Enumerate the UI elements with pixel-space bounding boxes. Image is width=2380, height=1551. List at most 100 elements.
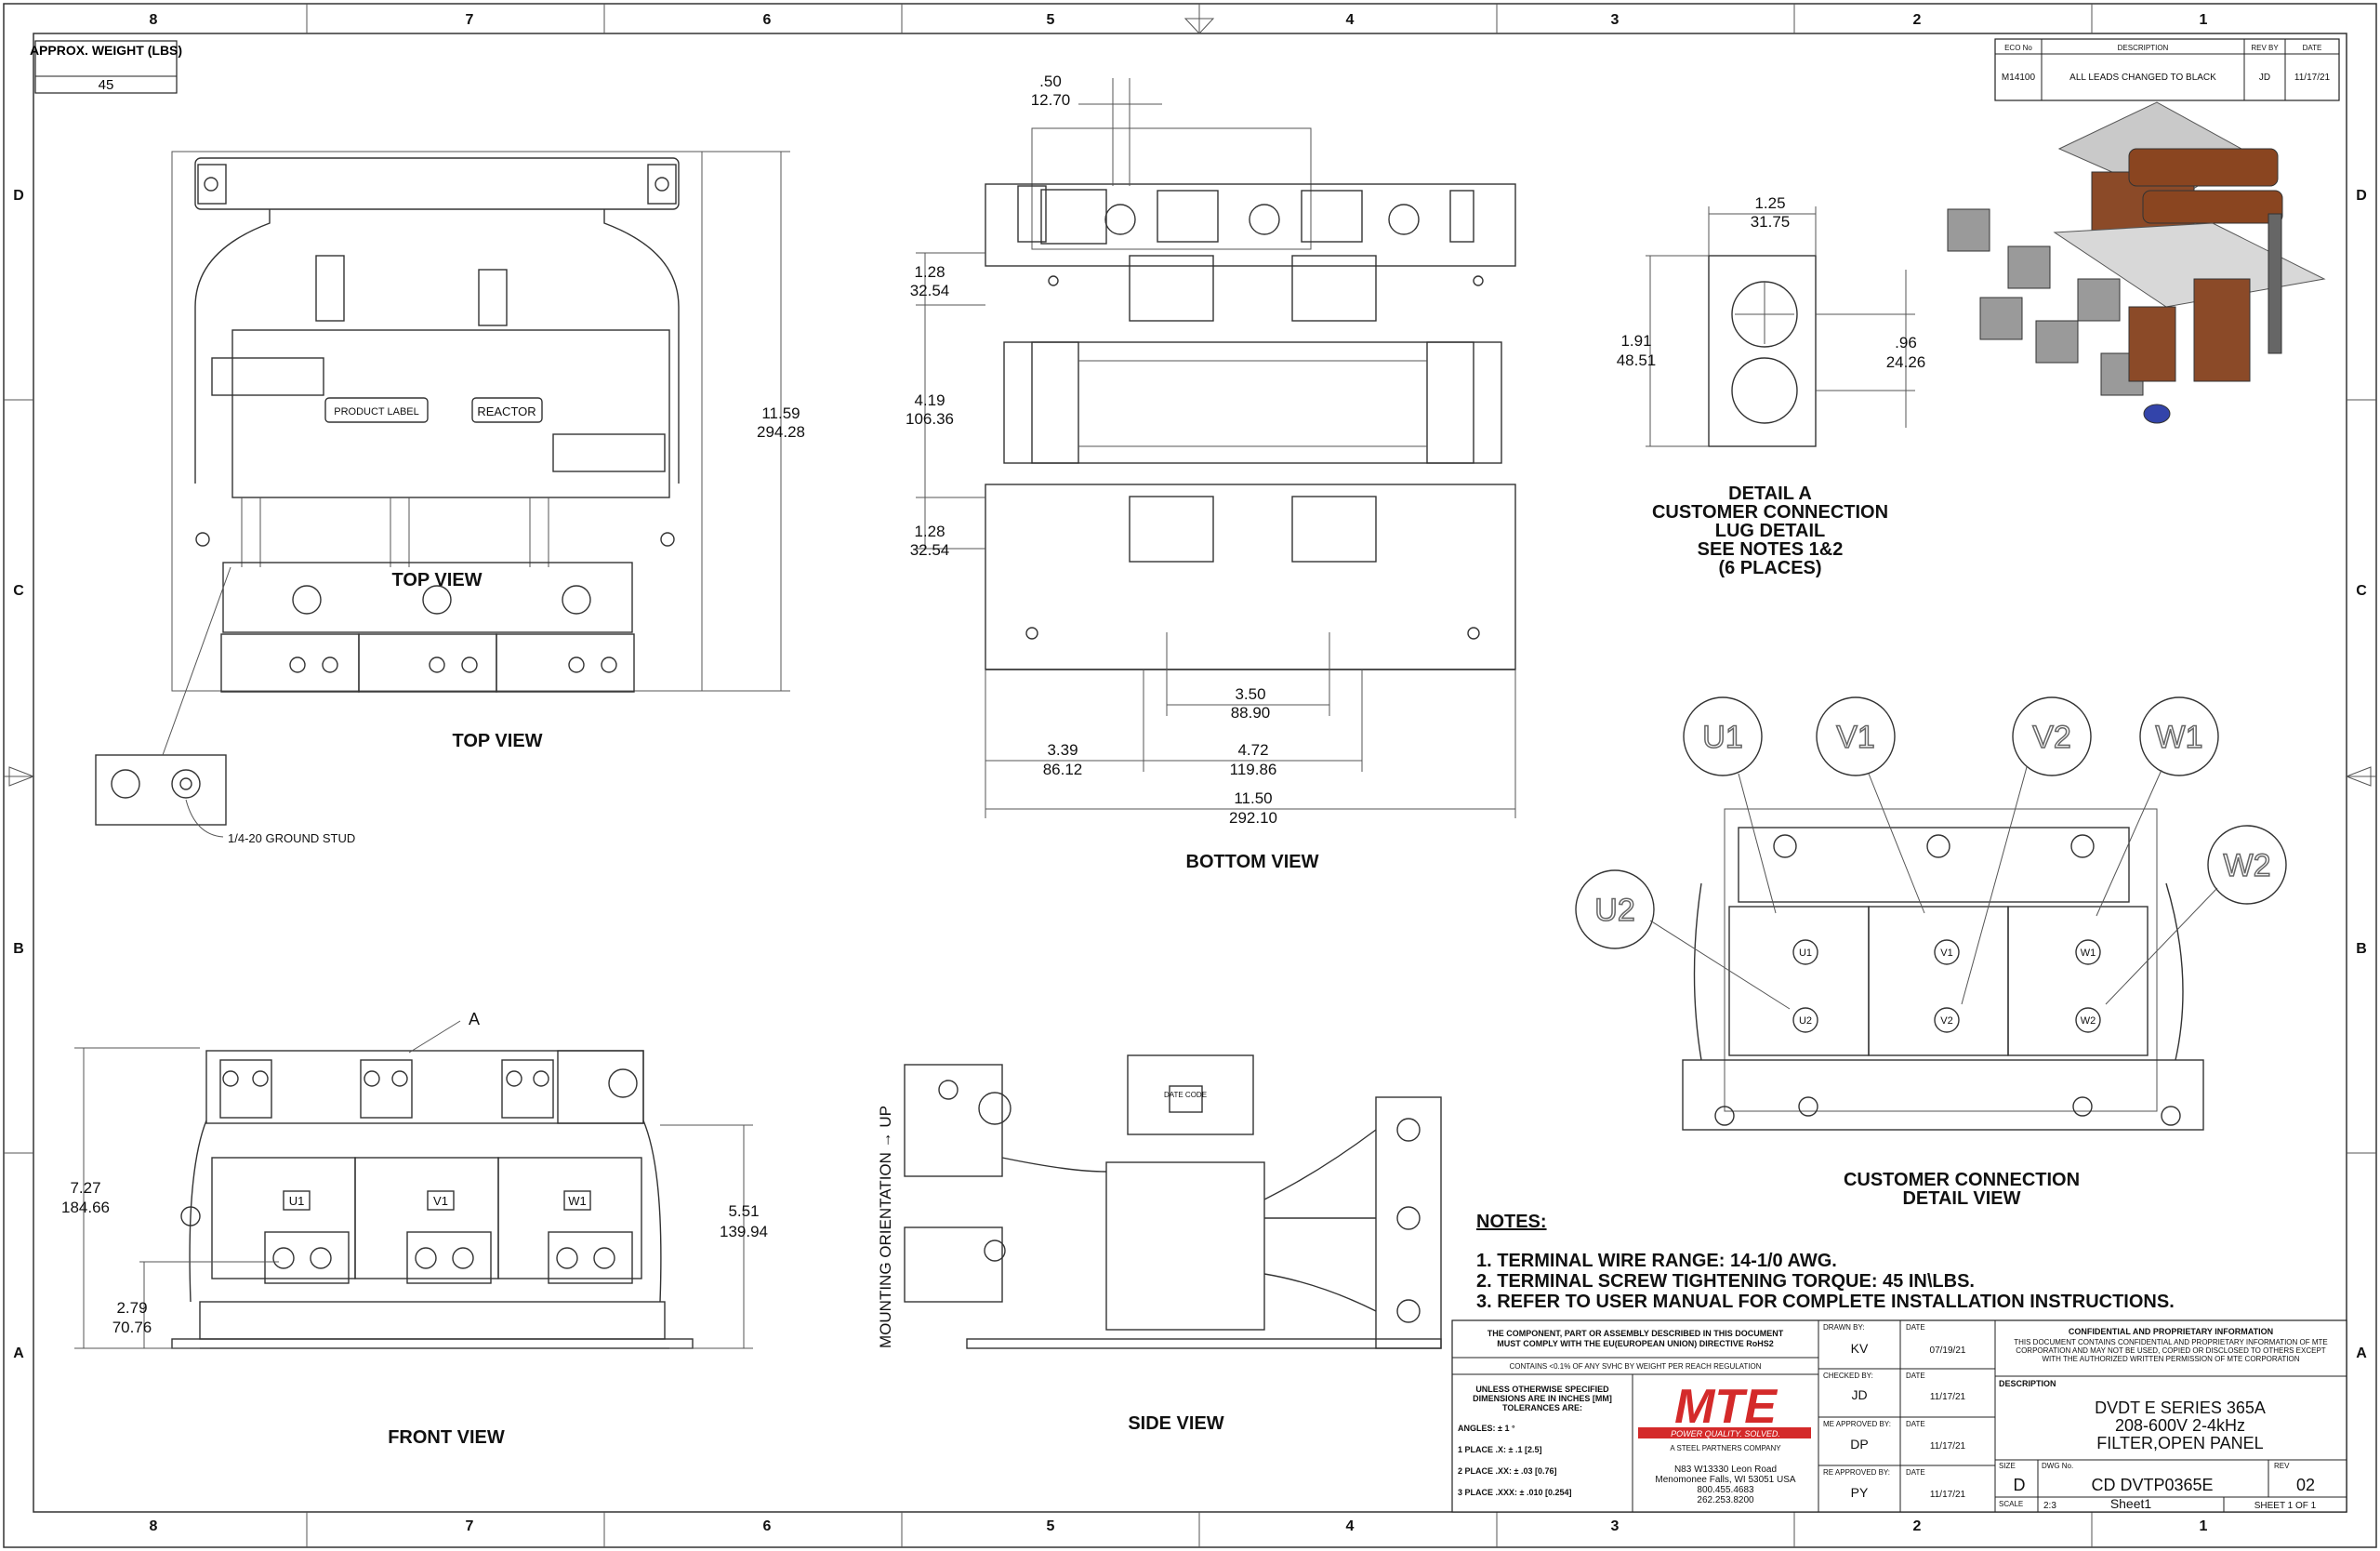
address-3: 800.455.4683: [1697, 1485, 1754, 1495]
dim-bottom-f-mm: 119.86: [1230, 761, 1277, 778]
title-block: THE COMPONENT, PART OR ASSEMBLY DESCRIBE…: [1451, 1319, 2347, 1513]
zone-col-3: 3: [1611, 12, 1620, 28]
rev-label: REV: [2274, 1462, 2290, 1470]
rev-eco: M14100: [2002, 73, 2036, 83]
scale-value: 2:3: [2043, 1501, 2056, 1511]
small-w2: W2: [2081, 1015, 2096, 1027]
dim-bottom-a-mm: 32.54: [910, 282, 950, 299]
rev-header-eco: ECO No: [2004, 44, 2032, 52]
rohs-line2: MUST COMPLY WITH THE EU(EUROPEAN UNION) …: [1497, 1339, 1774, 1348]
dim-bottom-g: 11.50: [1234, 789, 1272, 807]
tol-place3: 3 PLACE .XXX: ± .010 [0.254]: [1458, 1488, 1572, 1497]
rev-header-desc: DESCRIPTION: [2118, 44, 2169, 52]
drawn-date: 07/19/21: [1930, 1346, 1966, 1356]
bottom-view-title: BOTTOM VIEW: [1186, 852, 1319, 872]
zone-col-2: 2: [1913, 12, 1922, 28]
customer-detail-title1: CUSTOMER CONNECTION: [1844, 1170, 2080, 1190]
rev-header-by: REV BY: [2251, 44, 2279, 52]
size-label: SIZE: [1999, 1462, 2016, 1470]
weight-box: APPROX. WEIGHT (LBS) 45: [30, 40, 182, 94]
zone-row-d: D: [13, 188, 24, 204]
zone-col-7-bottom: 7: [466, 1518, 474, 1534]
me-date: 11/17/21: [1930, 1441, 1966, 1452]
note-2: 2. TERMINAL SCREW TIGHTENING TORQUE: 45 …: [1476, 1271, 1975, 1292]
small-u2: U2: [1799, 1015, 1812, 1027]
zone-col-4: 4: [1346, 12, 1355, 28]
bubble-v2: V2: [2032, 720, 2071, 755]
outer-border: [3, 3, 2377, 1548]
detail-a-line3: LUG DETAIL: [1715, 521, 1826, 541]
dwg-label: DWG No.: [2042, 1462, 2073, 1470]
center-mark-left: [8, 766, 35, 787]
drawn-by-label: DRAWN BY:: [1823, 1323, 1865, 1332]
bottom-view: .50 12.70 1.28 32.54 4.19 106.36 1.28 32…: [906, 73, 1516, 872]
front-term-w1: W1: [568, 1194, 587, 1208]
re-date-label: DATE: [1906, 1468, 1925, 1477]
note-1: 1. TERMINAL WIRE RANGE: 14-1/0 AWG.: [1476, 1251, 1837, 1271]
reach-line: CONTAINS <0.1% OF ANY SVHC BY WEIGHT PER…: [1509, 1362, 1761, 1371]
small-u1: U1: [1799, 948, 1812, 959]
tol-place1: 1 PLACE .X: ± .1 [2.5]: [1458, 1445, 1541, 1454]
checked-by: JD: [1851, 1387, 1867, 1402]
dim-detail-w: 1.25: [1754, 194, 1785, 212]
dim-detail-h: 1.91: [1620, 332, 1651, 350]
top-view: PRODUCT LABEL REACTOR TOP VIEW 11.59 294…: [95, 151, 805, 845]
detail-a: 1.25 31.75 1.91 48.51 .96 24.26 DETAIL A…: [1617, 194, 1926, 578]
drawn-date-label: DATE: [1906, 1323, 1925, 1332]
bubble-w2: W2: [2224, 848, 2271, 883]
description-line2: 208-600V 2-4kHz: [2115, 1416, 2245, 1435]
rev-by: JD: [2259, 73, 2270, 83]
conf-line2: CORPORATION AND MAY NOT BE USED, COPIED …: [2016, 1346, 2326, 1355]
zone-col-7: 7: [466, 12, 474, 28]
detail-a-line2: CUSTOMER CONNECTION: [1652, 502, 1888, 523]
small-v1: V1: [1940, 948, 1952, 959]
me-date-label: DATE: [1906, 1420, 1925, 1428]
dwg-number: CD DVTP0365E: [2091, 1476, 2213, 1494]
small-v2: V2: [1940, 1015, 1952, 1027]
address-2: Menomonee Falls, WI 53051 USA: [1655, 1475, 1796, 1485]
me-approved-by: DP: [1850, 1437, 1868, 1452]
logo-bar: [1638, 1427, 1811, 1438]
dim-front-r: 5.51: [728, 1202, 759, 1220]
side-view: DATE CODE MOUNTING ORIENTATION → UP SIDE…: [877, 1054, 1442, 1434]
tol-place2: 2 PLACE .XX: ± .03 [0.76]: [1458, 1466, 1556, 1476]
dim-front-low-mm: 70.76: [112, 1319, 152, 1336]
zone-col-8-bottom: 8: [150, 1518, 158, 1534]
dim-bottom-b-mm: 106.36: [906, 410, 954, 428]
dim-bottom-a: 1.28: [914, 263, 945, 281]
checked-date: 11/17/21: [1930, 1392, 1966, 1402]
company-sub: A STEEL PARTNERS COMPANY: [1670, 1444, 1781, 1452]
weight-value: 45: [99, 77, 114, 93]
tol-line1: UNLESS OTHERWISE SPECIFIED: [1475, 1385, 1609, 1394]
zone-col-3-bottom: 3: [1611, 1518, 1620, 1534]
dim-bottom-e: 3.39: [1047, 741, 1078, 759]
zone-row-a: A: [13, 1346, 24, 1361]
date-code-label: DATE CODE: [1164, 1091, 1207, 1099]
conf-title: CONFIDENTIAL AND PROPRIETARY INFORMATION: [2069, 1327, 2273, 1336]
dim-front-r-mm: 139.94: [720, 1223, 768, 1240]
weight-label: APPROX. WEIGHT (LBS): [30, 43, 182, 58]
zone-col-1: 1: [2200, 12, 2208, 28]
zone-ticks: [4, 4, 2376, 1547]
rohs-line1: THE COMPONENT, PART OR ASSEMBLY DESCRIBE…: [1488, 1329, 1784, 1338]
notes: NOTES: 1. TERMINAL WIRE RANGE: 14-1/0 AW…: [1476, 1212, 2175, 1312]
reactor-label: REACTOR: [477, 404, 536, 418]
center-mark-top: [1183, 18, 1215, 34]
dim-front-low: 2.79: [116, 1299, 147, 1317]
zone-col-1-bottom: 1: [2200, 1518, 2208, 1534]
dim-front-h-mm: 184.66: [61, 1199, 110, 1216]
dim-bottom-b: 4.19: [914, 391, 945, 409]
dim-top-height: 11.59: [761, 404, 800, 422]
tol-angles: ANGLES: ± 1 °: [1458, 1424, 1515, 1433]
dim-front-h: 7.27: [70, 1179, 100, 1197]
revision-table: ECO No DESCRIPTION REV BY DATE M14100 AL…: [1994, 38, 2340, 101]
zone-col-2-bottom: 2: [1913, 1518, 1922, 1534]
zone-col-5: 5: [1047, 12, 1055, 28]
address-4: 262.253.8200: [1697, 1495, 1754, 1505]
address-1: N83 W13330 Leon Road: [1674, 1465, 1777, 1475]
dim-bottom-d: 3.50: [1235, 685, 1265, 703]
checked-date-label: DATE: [1906, 1372, 1925, 1380]
mounting-orientation: MOUNTING ORIENTATION → UP: [877, 1106, 894, 1348]
bubble-u2: U2: [1594, 893, 1634, 928]
